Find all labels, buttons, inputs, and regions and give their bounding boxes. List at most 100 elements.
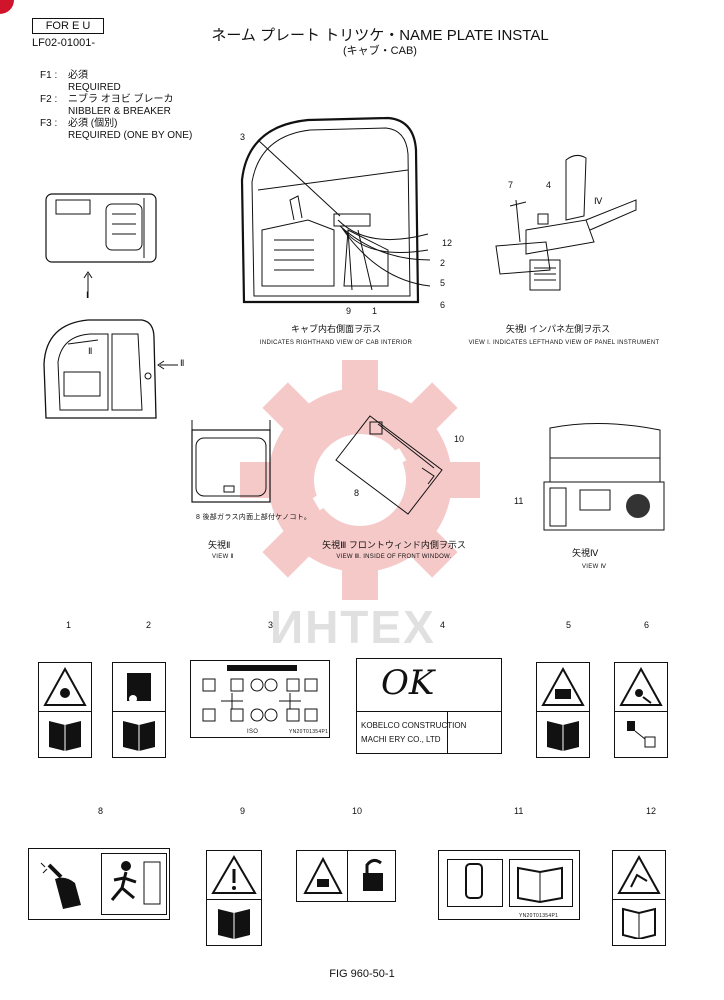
legend-en: REQUIRED <box>68 82 121 93</box>
decal-number: 11 <box>514 806 524 816</box>
warning-triangle-icon <box>211 855 257 894</box>
decal-3-header-bar <box>227 665 297 671</box>
callout-7: 7 <box>508 180 514 190</box>
switch-icon <box>465 863 483 899</box>
decal-11-panel-right <box>509 859 573 907</box>
decal-4-sign: OK <box>381 663 435 703</box>
cab-top-view-drawing <box>45 193 157 263</box>
warning-triangle-icon <box>43 666 87 706</box>
caption-view3-en: VIEW Ⅲ. INSIDE OF FRONT WINDOW. <box>336 554 452 560</box>
region-box: FOR E U <box>32 18 104 34</box>
callout-4: 4 <box>546 180 552 190</box>
control-pattern-icon <box>202 678 318 722</box>
callout-5: 5 <box>440 278 446 288</box>
callout-11: 11 <box>514 496 524 506</box>
decal-number: 3 <box>268 620 274 630</box>
decal-11: YN20T01354P1 <box>438 850 580 920</box>
caption-view1-en: VIEW I. INDICATES LEFTHAND VIEW OF PANEL… <box>468 340 660 346</box>
caption-view2-jp: 矢視Ⅱ <box>208 540 231 550</box>
callout-2: 2 <box>440 258 446 268</box>
cab-interior-drawing <box>240 116 431 304</box>
manual-book-icon <box>622 907 656 939</box>
manual-book-icon <box>123 721 155 751</box>
legend-code: F2 : <box>40 94 58 105</box>
arrow-left-icon <box>157 360 178 370</box>
decal-4-inspection-plate: OK KOBELCO CONSTRUCTION MACHI ERY CO., L… <box>356 658 502 754</box>
warning-triangle-icon <box>541 666 585 706</box>
decal-3-iso: ISO <box>247 729 259 735</box>
manual-book-icon <box>517 866 563 904</box>
decal-2 <box>112 662 166 758</box>
caption-view4-en: VIEW Ⅳ <box>582 564 607 570</box>
view2-note: 8 後部ガラス内面上部付ケノコト。 <box>196 514 312 521</box>
callout-3: 3 <box>240 132 246 142</box>
hammer-hand-icon <box>40 862 81 909</box>
legend-jp: 必須 <box>68 70 88 81</box>
panel-instrument-drawing <box>495 154 637 291</box>
callout-9: 9 <box>346 306 352 316</box>
watermark-gear-logo <box>240 360 480 600</box>
legend-code: F1 : <box>40 70 58 81</box>
warning-triangle-icon <box>303 856 343 894</box>
machine-icon <box>127 673 151 703</box>
legend-en: REQUIRED (ONE BY ONE) <box>68 130 193 141</box>
decal-number: 4 <box>440 620 446 630</box>
legend-jp: ニブラ オヨビ ブレーカ <box>68 94 174 105</box>
decal-4-line2: MACHI ERY CO., LTD <box>361 735 441 744</box>
caption-cab-interior-jp: キャブ内右側面ヲ示ス <box>290 324 381 334</box>
arrow-up-icon <box>83 271 93 298</box>
decal-number: 5 <box>566 620 572 630</box>
caption-view2-en: VIEW Ⅱ <box>212 554 234 560</box>
page-title: ネーム プレート トリツケ・NAME PLATE INSTAL <box>211 27 549 44</box>
decal-1 <box>38 662 92 758</box>
lock-diagram-icon <box>627 721 656 748</box>
decal-9 <box>206 850 262 946</box>
caption-cab-interior-en: INDICATES RIGHTHAND VIEW OF CAB INTERIOR <box>259 340 413 346</box>
doc-number: LF02-01001- <box>32 37 95 49</box>
decal-3-control-pattern: ISO YN20T01354P1 <box>190 660 330 738</box>
arrow-label-II: Ⅱ <box>180 358 185 368</box>
manual-book-icon <box>547 721 579 751</box>
decal-11-panel-left <box>447 859 503 907</box>
callout-10: 10 <box>454 434 465 444</box>
decal-number: 1 <box>66 620 72 630</box>
exit-sign <box>101 853 167 915</box>
callout-12: 12 <box>442 238 453 248</box>
decal-number: 10 <box>352 806 363 816</box>
decal-number: 2 <box>146 620 152 630</box>
decal-number: 9 <box>240 806 246 816</box>
decal-6 <box>614 662 668 758</box>
legend: F1 : 必須 REQUIRED F2 : ニブラ オヨビ ブレーカ NIBBLER… <box>40 70 192 142</box>
legend-code: F3 : <box>40 118 58 129</box>
arrow-label-I: I <box>86 290 89 300</box>
decal-number: 6 <box>644 620 650 630</box>
decal-5 <box>536 662 590 758</box>
decal-number: 8 <box>98 806 104 816</box>
manual-book-icon <box>218 909 250 939</box>
decal-4-line1: KOBELCO CONSTRUCTION <box>361 721 467 730</box>
callout-8: 8 <box>354 488 360 498</box>
decal-3-code: YN20T01354P1 <box>289 729 329 735</box>
decal-10 <box>296 850 396 902</box>
arrow-label-II-left: Ⅱ <box>88 346 93 356</box>
legend-jp: 必須 (個別) <box>68 118 118 129</box>
caption-view4-jp: 矢視Ⅳ <box>572 548 599 558</box>
switch-panel-drawing <box>543 422 665 531</box>
manual-book-icon <box>49 721 81 751</box>
decal-12 <box>612 850 666 946</box>
rear-window-drawing <box>191 420 271 503</box>
warning-triangle-icon <box>619 666 663 706</box>
decal-number: 12 <box>646 806 657 816</box>
callout-1: 1 <box>372 306 378 316</box>
caption-view3-jp: 矢視Ⅲ フロントウィンド内側ヲ示ス <box>322 540 466 550</box>
unlock-icon <box>363 858 383 891</box>
corner-mark <box>0 0 14 14</box>
figure-number: FIG 960-50-1 <box>329 968 395 980</box>
legend-en: NIBBLER & BREAKER <box>68 106 171 117</box>
running-man-icon <box>110 861 161 905</box>
warning-triangle-icon <box>617 854 661 894</box>
caption-view1-jp: 矢視Ⅰ インパネ左側ヲ示ス <box>505 324 611 334</box>
decal-8-emergency-exit <box>28 848 170 920</box>
arrow-label-IV: Ⅳ <box>594 196 603 206</box>
decal-11-code: YN20T01354P1 <box>519 913 559 919</box>
